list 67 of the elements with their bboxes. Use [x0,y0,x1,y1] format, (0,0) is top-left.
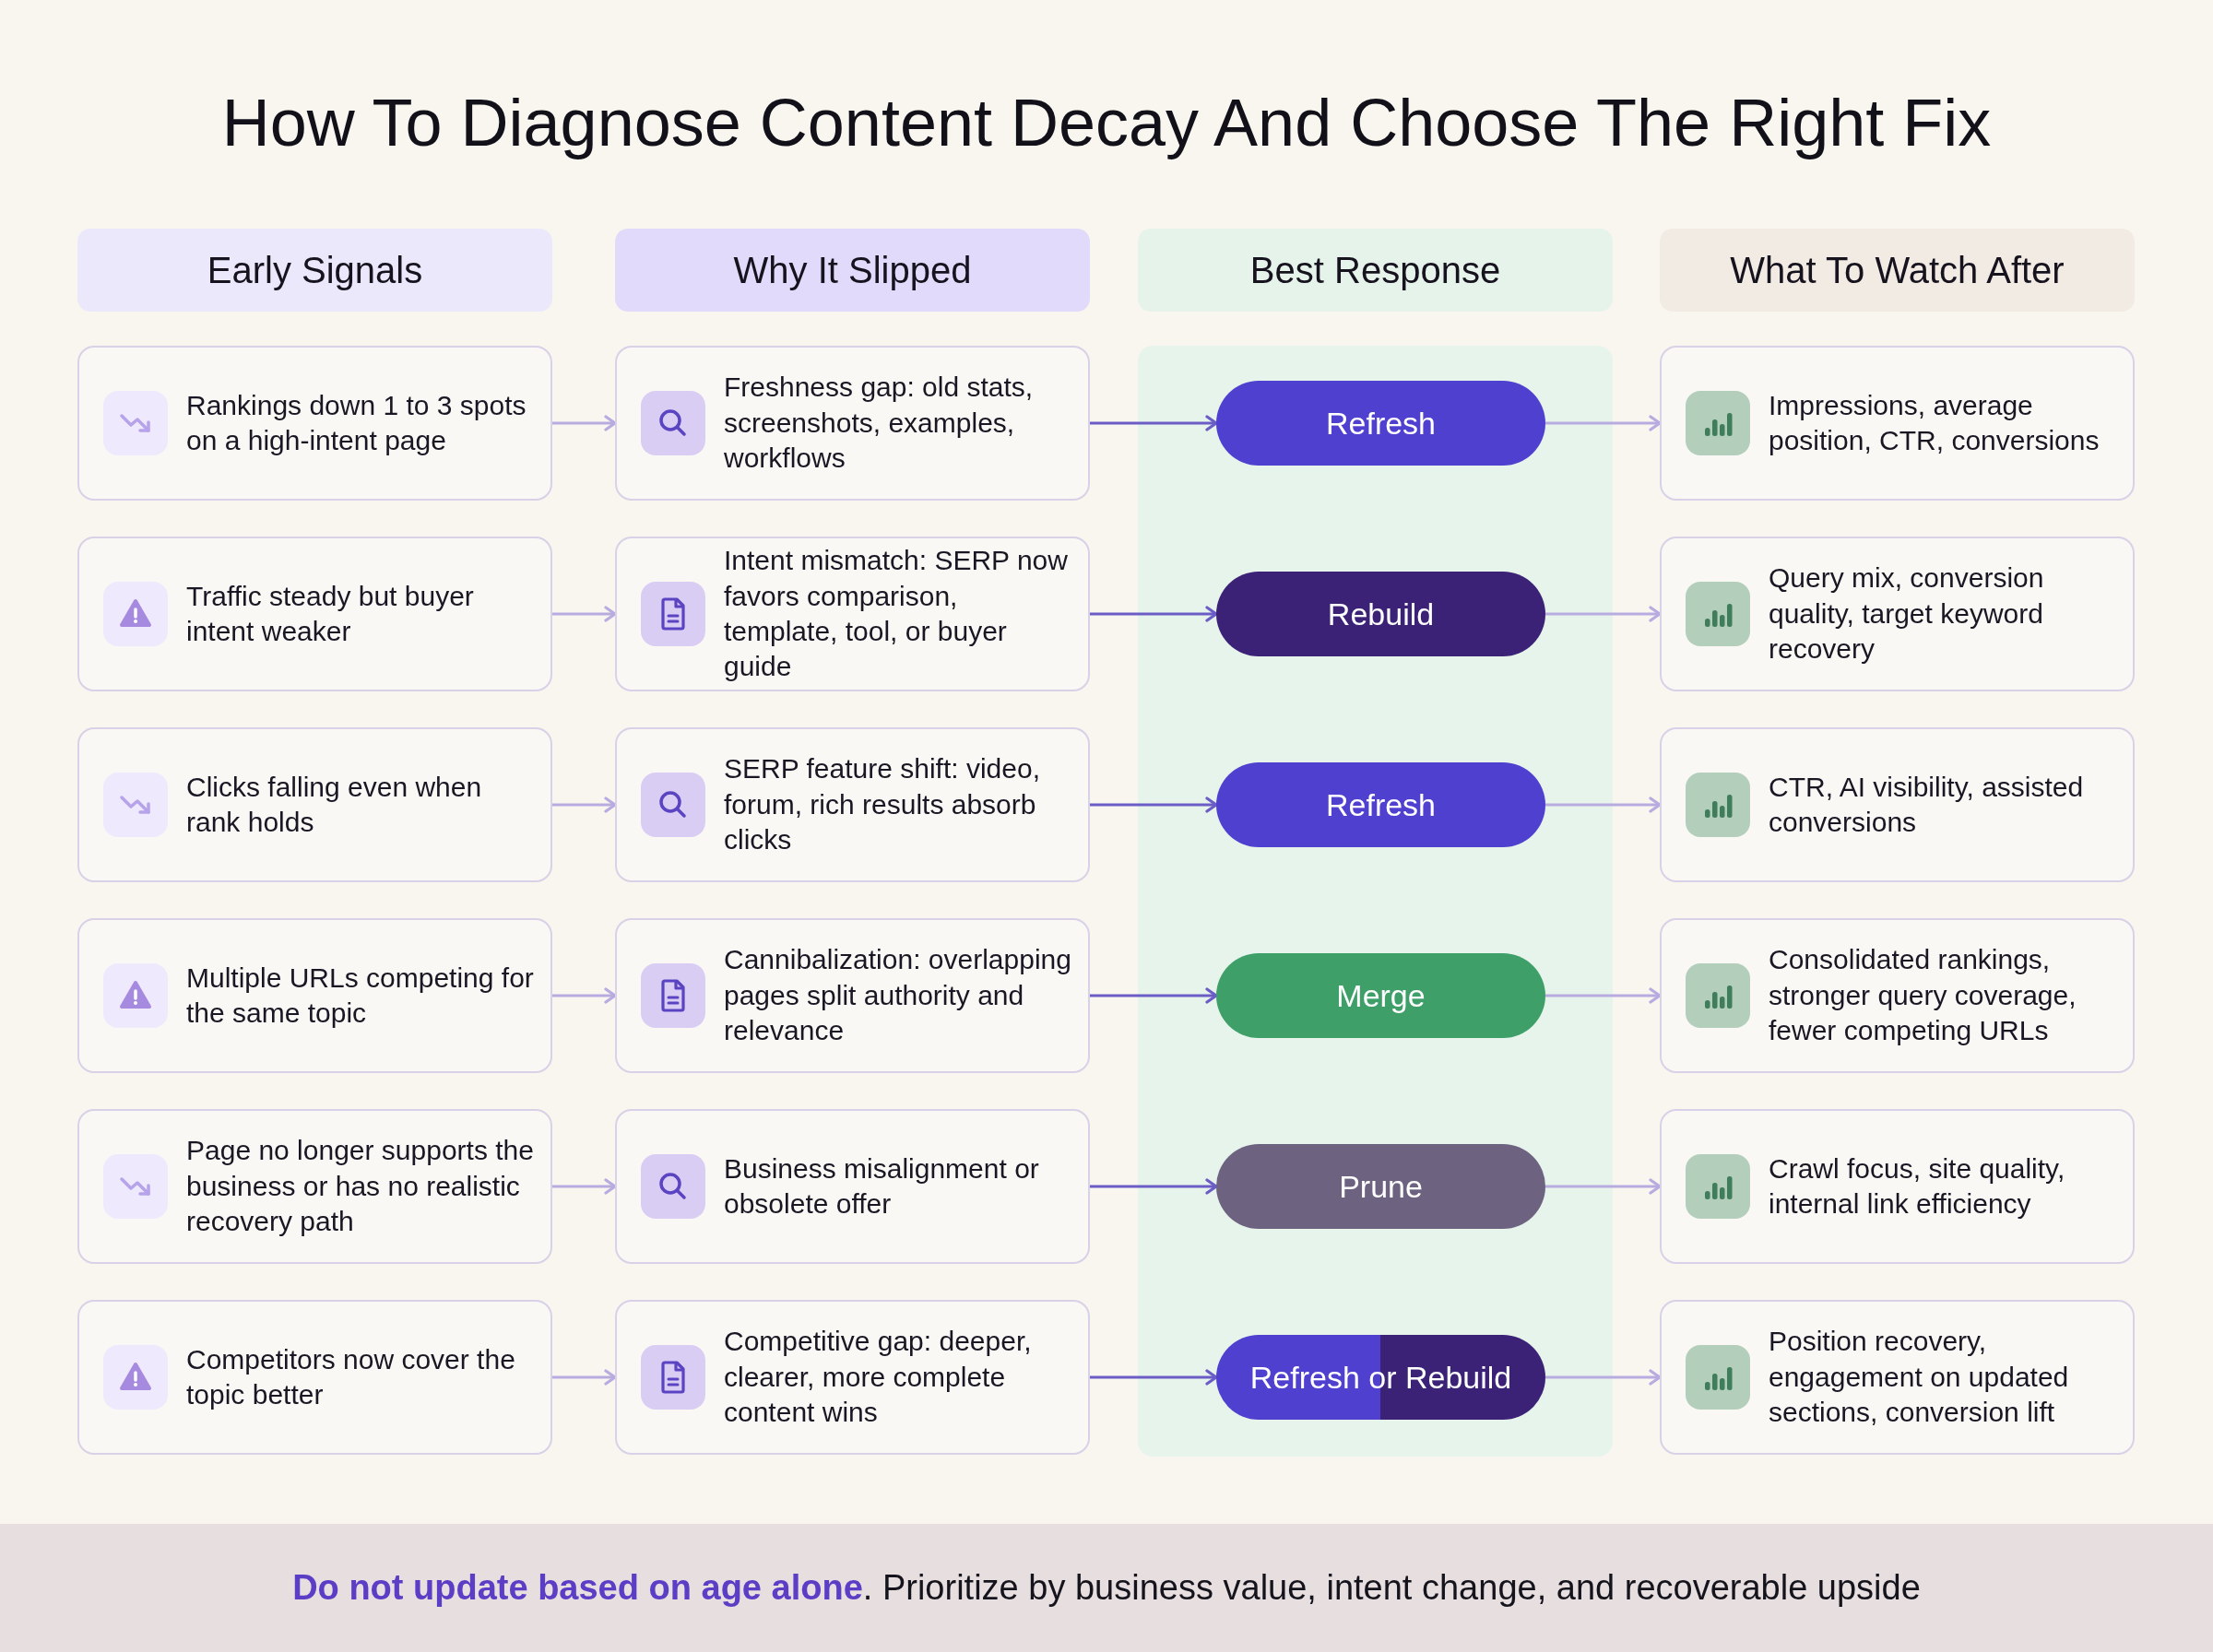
metric-card [1660,346,2135,501]
cause-card [615,346,1090,501]
column-header: Best Response [1138,229,1613,312]
metric-card [1660,537,2135,691]
metric-text: Position recovery, engagement on updated sections, conversion lift [1769,1325,2070,1430]
signal-text: Page no longer supports the business or has no realistic recovery path [186,1134,535,1239]
signal-text: Multiple URLs competing for the same topic [186,961,535,1030]
footer-note: Do not update based on age alone. Prioritize by business value, intent change, and recoverable upside [292,1568,1921,1608]
metric-card [1660,727,2135,882]
arrow [1545,606,1662,622]
response-pill: Prune [1216,1144,1545,1229]
cause-card [615,727,1090,882]
arrow [1545,1369,1662,1386]
cause-text: SERP feature shift: video, forum, rich results absorb clicks [724,752,1041,857]
signal-text: Rankings down 1 to 3 spots on a high-intent page [186,388,527,457]
signal-text: Traffic steady but buyer intent weaker [186,579,475,648]
signal-card [77,346,552,501]
metric-text: Crawl focus, site quality, internal link efficiency [1769,1151,2066,1221]
arrow [1090,606,1218,622]
arrow [1545,1178,1662,1195]
column-header: What To Watch After [1660,229,2135,312]
column-header: Early Signals [77,229,552,312]
signal-text: Competitors now cover the topic better [186,1342,516,1411]
metric-text: CTR, AI visibility, assisted conversions [1769,770,2085,839]
cause-text: Business misalignment or obsolete offer [724,1151,1040,1221]
arrow [1090,415,1218,431]
response-pill: Refresh or Rebuild [1216,1335,1545,1420]
cause-text: Competitive gap: deeper, clearer, more complete content wins [724,1325,1033,1430]
signal-card [77,1109,552,1264]
cause-text: Freshness gap: old stats, screenshots, examples, workflows [724,371,1035,476]
signal-card [77,727,552,882]
arrow [552,796,617,813]
metric-card [1660,1109,2135,1264]
cause-card [615,1109,1090,1264]
arrow [552,987,617,1004]
metric-text: Query mix, conversion quality, target keyword recovery [1769,561,2045,667]
arrow [1090,987,1218,1004]
arrow [552,606,617,622]
response-pill: Rebuild [1216,572,1545,656]
metric-card [1660,918,2135,1073]
arrow [1545,796,1662,813]
arrow [1090,796,1218,813]
signal-card [77,1300,552,1455]
diagram-title: How To Diagnose Content Decay And Choose The Right Fix [221,85,1992,161]
footer-bar [0,1524,2213,1652]
cause-text: Intent mismatch: SERP now favors comparison, template, tool, or buyer guide [724,544,1069,684]
arrow [1545,415,1662,431]
response-pill: Refresh [1216,381,1545,466]
response-pill: Refresh [1216,762,1545,847]
signal-text: Clicks falling even when rank holds [186,770,483,839]
cause-card [615,1300,1090,1455]
column-header: Why It Slipped [615,229,1090,312]
cause-text: Cannibalization: overlapping pages split authority and relevance [724,943,1072,1048]
arrow [1545,987,1662,1004]
response-pill: Merge [1216,953,1545,1038]
arrow [552,1369,617,1386]
arrow [1090,1369,1218,1386]
signal-card [77,918,552,1073]
metric-card [1660,1300,2135,1455]
metric-text: Impressions, average position, CTR, conversions [1769,388,2101,457]
cause-card [615,537,1090,691]
arrow [1090,1178,1218,1195]
signal-card [77,537,552,691]
cause-card [615,918,1090,1073]
arrow [552,415,617,431]
arrow [552,1178,617,1195]
metric-text: Consolidated rankings, stronger query coverage, fewer competing URLs [1769,943,2077,1048]
